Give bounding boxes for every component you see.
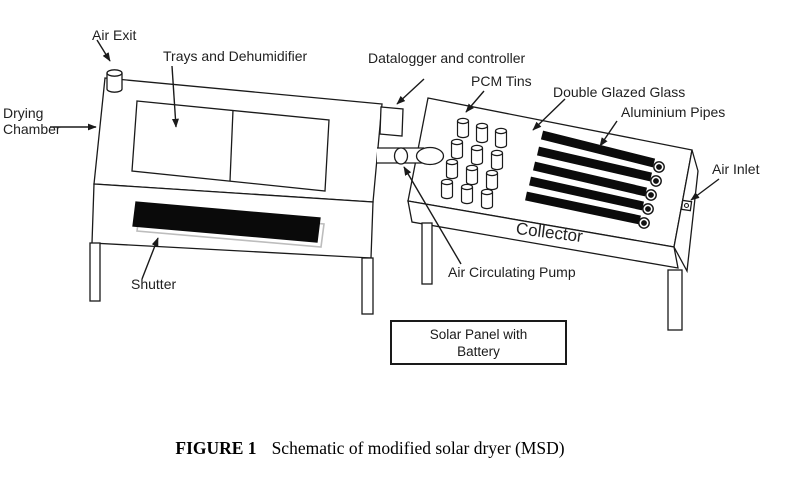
arrow-shutter (141, 237, 159, 280)
drying-chamber-unit (89, 69, 424, 315)
aluminium-pipe (525, 191, 641, 225)
aluminium-pipes (525, 130, 656, 225)
arrow-pcm-tins (465, 90, 485, 113)
caption-label: FIGURE 1 (175, 438, 257, 458)
pcm-tin (450, 138, 464, 160)
chamber-leg-left (89, 242, 101, 302)
pcm-tin (475, 122, 489, 144)
aluminium-pipe (529, 176, 644, 211)
solar-panel-line2: Battery (457, 343, 500, 359)
pipe-ends (638, 161, 665, 229)
pipe-end (638, 217, 650, 229)
pcm-tin (440, 178, 454, 200)
collector-front (407, 200, 679, 269)
aluminium-pipe (540, 130, 656, 168)
pump-body (393, 147, 409, 165)
pcm-tin (460, 183, 474, 205)
arrow-datalogger (396, 78, 425, 105)
pipe-end (645, 189, 657, 201)
pipe-end (650, 175, 662, 187)
aluminium-pipe (536, 146, 653, 182)
label-drying-chamber-line1: Drying (3, 105, 44, 121)
arrow-trays (171, 65, 179, 128)
air-exit-vent (106, 69, 123, 93)
arrow-aluminium-pipes (599, 120, 618, 147)
label-shutter: Shutter (131, 276, 177, 292)
label-air-inlet: Air Inlet (712, 161, 760, 177)
collector-leg-right (667, 269, 683, 331)
label-air-exit: Air Exit (92, 27, 137, 43)
pcm-tin (470, 144, 484, 166)
caption-text: Schematic of modified solar dryer (MSD) (271, 438, 565, 458)
air-inlet-port (680, 199, 693, 212)
pump-outlet (415, 146, 445, 166)
arrow-air-exit (96, 39, 111, 62)
aluminium-pipe (532, 161, 648, 197)
datalogger-box (379, 106, 404, 137)
label-trays: Trays and Dehumidifier (163, 48, 308, 64)
window-divider (229, 109, 234, 182)
chamber-leg-right (361, 257, 374, 315)
pipe-end (642, 203, 654, 215)
arrow-air-inlet (690, 178, 720, 201)
label-pcm-tins: PCM Tins (471, 73, 532, 89)
pipe-end (653, 161, 665, 173)
pcm-tin (494, 127, 508, 149)
pcm-tin (490, 149, 504, 171)
pcm-tin (445, 158, 459, 180)
figure-caption: FIGURE 1 Schematic of modified solar drye… (0, 438, 740, 459)
leader-arrows (50, 39, 720, 280)
pcm-tin (480, 188, 494, 210)
drying-chamber-window (131, 100, 330, 192)
label-drying-chamber-line2: Chamber (3, 120, 61, 137)
label-aluminium-pipes: Aluminium Pipes (621, 104, 726, 120)
arrow-air-pump (403, 166, 462, 265)
pcm-tin (465, 164, 479, 186)
label-drying-chamber: Drying Chamber (3, 105, 61, 137)
collector-leg-left (421, 222, 433, 285)
label-datalogger: Datalogger and controller (368, 50, 526, 66)
pcm-tin (456, 117, 470, 139)
solar-panel-line1: Solar Panel with (429, 326, 528, 342)
pcm-tin (485, 169, 499, 191)
air-circulating-pump (393, 146, 445, 166)
solar-panel-box: Solar Panel with Battery (390, 320, 567, 365)
collector-unit (407, 97, 699, 331)
shutter-panel (132, 201, 321, 243)
arrow-double-glazed (532, 98, 566, 131)
label-double-glazed: Double Glazed Glass (553, 84, 686, 100)
label-air-pump: Air Circulating Pump (448, 264, 576, 280)
